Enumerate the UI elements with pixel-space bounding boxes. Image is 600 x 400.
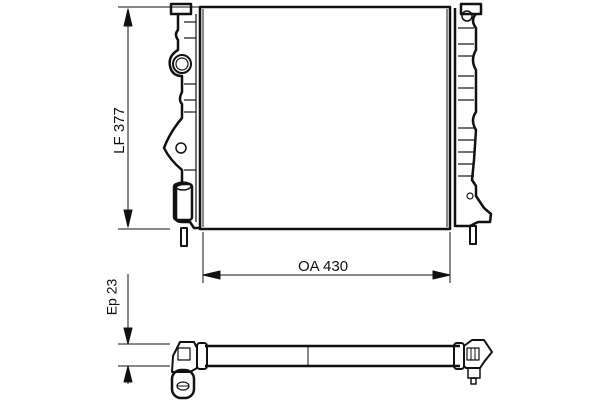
height-dimension: [118, 6, 200, 230]
mount-hole: [175, 142, 187, 154]
depth-dimension-label: Ep 23: [103, 278, 120, 316]
outlet-pipe: [172, 182, 194, 222]
front-view: [118, 2, 493, 283]
radiator-core: [198, 5, 452, 231]
left-tank: [162, 2, 200, 247]
width-dimension: [202, 232, 451, 283]
mount-pin-right: [469, 225, 477, 245]
height-dimension-label: LF 377: [110, 107, 128, 154]
mount-pin-left: [180, 227, 188, 247]
top-view: [118, 274, 493, 400]
width-dimension-label: OA 430: [298, 258, 349, 275]
depth-dimension: [118, 274, 170, 384]
right-end-fitting: [453, 339, 493, 385]
inlet-port: [172, 54, 192, 74]
left-end-fitting: [170, 341, 208, 400]
right-tank: [453, 2, 493, 245]
